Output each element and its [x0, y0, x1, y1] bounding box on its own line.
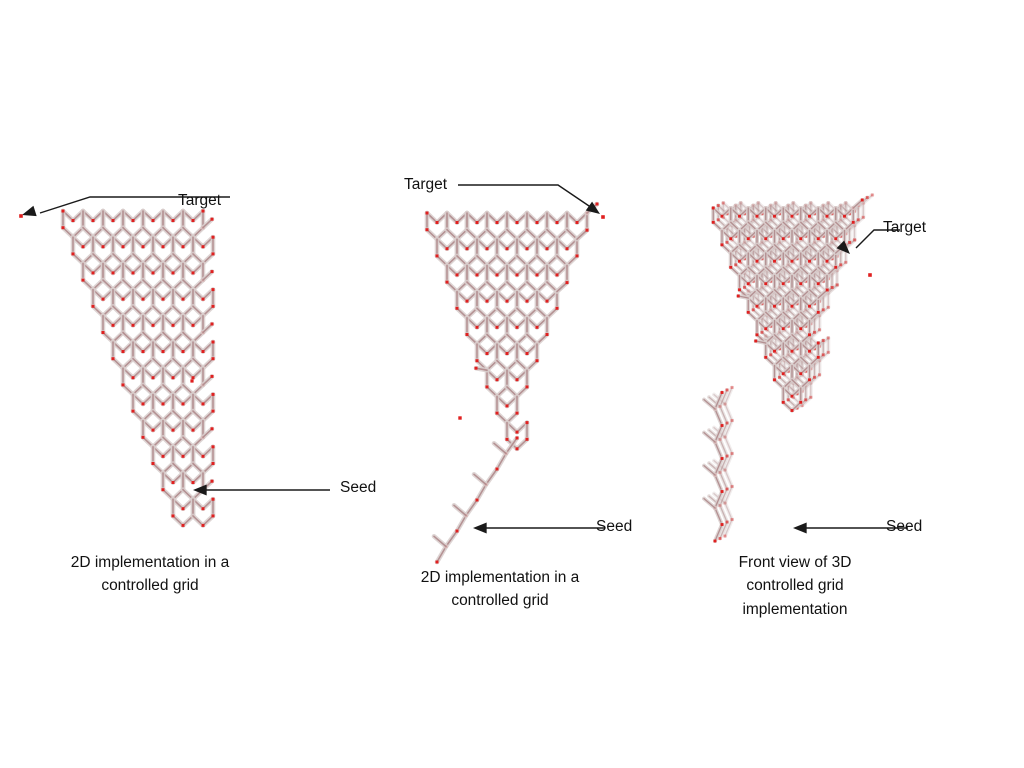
seed-label-panel-3: Seed	[886, 518, 923, 535]
seed-label-panel-2: Seed	[596, 518, 633, 535]
panel-2d-b	[390, 170, 680, 565]
caption-panel-2: 2D implementation in a controlled grid	[420, 569, 580, 610]
panel-2d-a	[0, 185, 340, 528]
lattice-svg-panel-1	[19, 196, 330, 528]
lattice-svg-panel-2	[424, 184, 605, 565]
panel-3d-front	[680, 190, 980, 543]
seed-label-panel-1: Seed	[340, 479, 377, 496]
caption-panel-1: 2D implementation in a controlled grid	[70, 554, 230, 595]
target-label-panel-1: Target	[178, 192, 222, 209]
lattice-svg-panel-3	[702, 193, 908, 543]
caption-panel-3: Front view of 3D controlled grid impleme…	[738, 554, 852, 618]
target-label-panel-3: Target	[883, 219, 927, 236]
target-label-panel-2: Target	[404, 176, 448, 193]
